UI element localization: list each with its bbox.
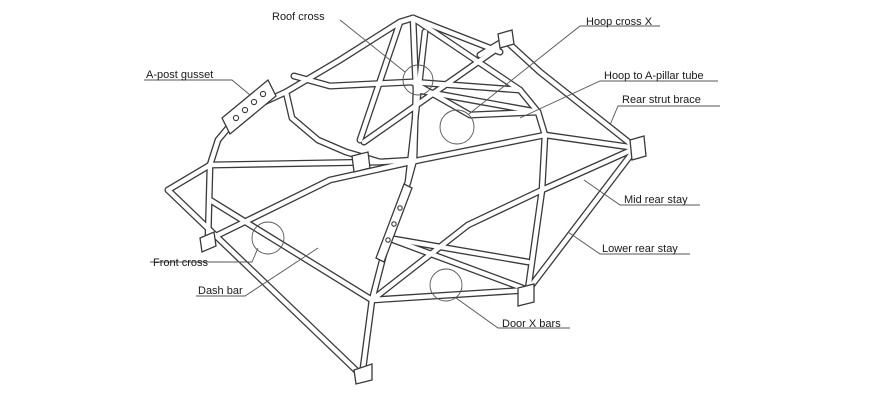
label-rear-strut-brace: Rear strut brace	[622, 94, 701, 106]
label-roof-cross: Roof cross	[272, 11, 325, 23]
a-post-gusset-plate	[221, 78, 277, 136]
leader-lines	[144, 19, 720, 329]
label-door-x-bars: Door X bars	[502, 318, 561, 330]
leader-mid-rear-stay	[583, 179, 700, 206]
label-lower-rear-stay: Lower rear stay	[602, 243, 678, 255]
b-pillar-gusset-plate	[375, 183, 413, 263]
leader-rear-strut-brace	[609, 105, 720, 126]
callout-circle-roof	[402, 64, 434, 96]
foot-plate-front-left	[199, 231, 217, 253]
foot-plate-mid	[351, 151, 371, 173]
foot-plates	[199, 29, 647, 385]
label-dash-bar: Dash bar	[198, 285, 243, 297]
foot-plate-rear-right	[629, 135, 647, 161]
callout-circle-front-cross	[251, 221, 285, 255]
leader-dash-bar	[196, 247, 319, 297]
foot-plate-roof-rear	[497, 29, 515, 49]
foot-plate-front-right	[353, 363, 373, 385]
label-mid-rear-stay: Mid rear stay	[624, 194, 688, 206]
leader-lower-rear-stay	[567, 231, 690, 255]
callout-circle-hoop-x	[439, 109, 475, 145]
leader-hoop-to-a-pillar	[519, 80, 718, 119]
label-front-cross: Front cross	[153, 257, 209, 269]
leader-front-cross	[150, 247, 259, 263]
label-a-post-gusset: A-post gusset	[146, 69, 213, 81]
leader-roof-cross	[339, 19, 406, 73]
labels: Roof cross Hoop cross X A-post gusset Ho…	[146, 11, 704, 330]
label-hoop-to-a-pillar: Hoop to A-pillar tube	[604, 70, 704, 82]
label-hoop-cross-x: Hoop cross X	[586, 16, 653, 28]
leader-hoop-cross-x	[468, 25, 660, 115]
foot-plate-rear-center	[517, 283, 535, 307]
leader-door-x-bars	[455, 297, 570, 329]
callout-circle-door-x	[429, 268, 463, 302]
callout-circles	[251, 64, 475, 302]
leader-a-post-gusset	[144, 79, 251, 96]
